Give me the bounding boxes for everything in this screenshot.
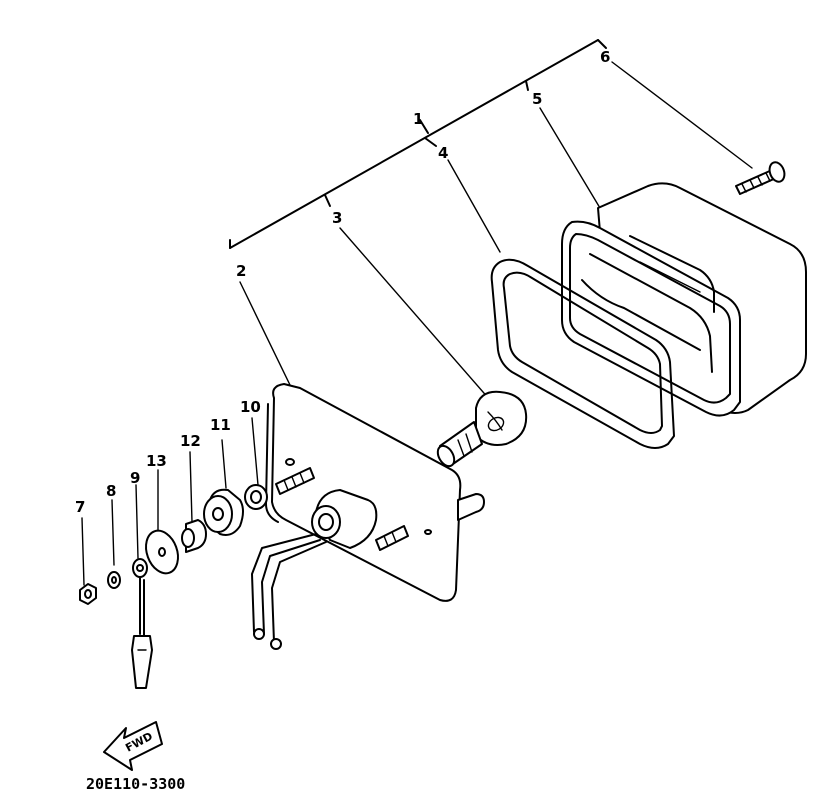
lock-washer-8: [107, 571, 121, 589]
part-label-8: 8: [106, 482, 116, 500]
part-label-13: 13: [146, 452, 167, 470]
part-label-4: 4: [438, 144, 448, 162]
part-label-10: 10: [240, 398, 261, 416]
grommet-11: [203, 488, 244, 536]
group-bracket: [229, 39, 607, 249]
screw: [735, 161, 786, 195]
leader-lines: [81, 61, 753, 586]
terminal-9: [131, 558, 153, 689]
part-label-5: 5: [532, 90, 542, 108]
washer-10: [244, 484, 268, 510]
part-label-11: 11: [210, 416, 231, 434]
part-label-2: 2: [236, 262, 246, 280]
base-plate: [251, 383, 485, 650]
bulb: [436, 390, 528, 468]
forward-direction-arrow: FWD: [103, 721, 163, 771]
washer-13: [145, 529, 179, 575]
lens: [561, 182, 807, 417]
part-label-12: 12: [180, 432, 201, 450]
collar-12: [181, 519, 207, 553]
drawing-code: 20E110-3300: [86, 775, 185, 793]
gasket: [490, 258, 675, 449]
part-label-3: 3: [332, 209, 342, 227]
part-label-7: 7: [75, 498, 85, 516]
part-label-1: 1: [413, 110, 423, 128]
nut-7: [79, 583, 97, 605]
part-label-9: 9: [130, 469, 140, 487]
part-label-6: 6: [600, 48, 610, 66]
